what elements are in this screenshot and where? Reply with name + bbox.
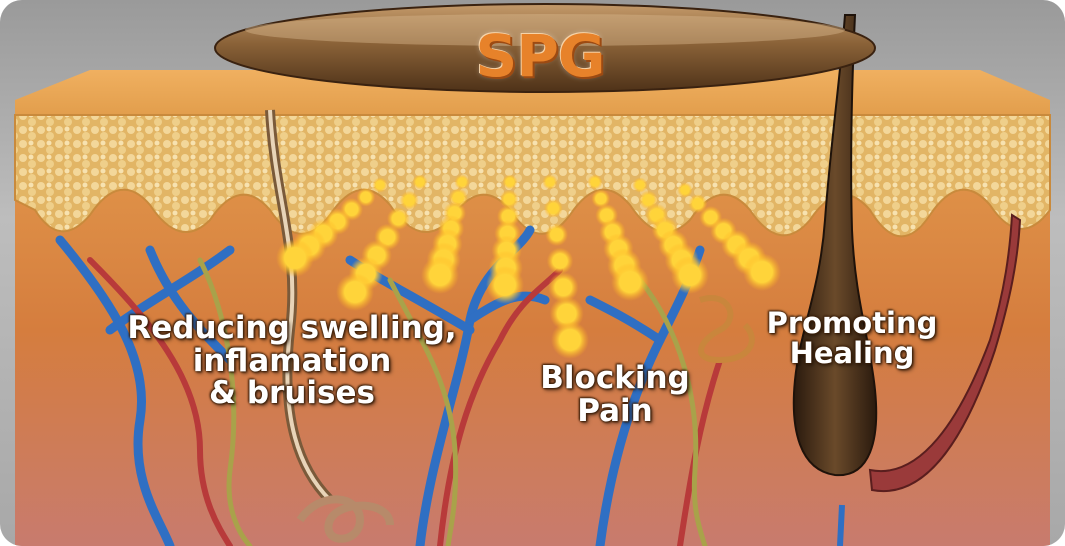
light-dot xyxy=(752,262,772,282)
light-dot xyxy=(693,199,703,209)
light-dot xyxy=(681,186,689,194)
label-blocking-pain: Blocking Pain xyxy=(520,362,710,427)
light-dot xyxy=(551,229,563,241)
light-dot xyxy=(416,178,424,186)
light-dot xyxy=(636,181,644,189)
light-dot xyxy=(376,181,384,189)
epidermis-layer xyxy=(15,115,1050,236)
spg-logo: SPG xyxy=(440,22,640,90)
light-dot xyxy=(620,272,640,292)
light-dot xyxy=(345,282,365,302)
light-dot xyxy=(548,203,558,213)
light-dot xyxy=(558,305,576,323)
light-dot xyxy=(361,192,371,202)
light-dot xyxy=(560,330,580,350)
light-dot xyxy=(285,248,305,268)
light-dot xyxy=(643,195,653,205)
light-dot xyxy=(504,194,514,204)
light-dot xyxy=(591,178,599,186)
light-dot xyxy=(430,265,450,285)
light-dot xyxy=(555,279,571,295)
follicle-vessel xyxy=(840,505,842,546)
label-promoting-healing: Promoting Healing xyxy=(742,308,962,369)
light-dot xyxy=(495,275,515,295)
light-dot xyxy=(680,265,700,285)
light-dot xyxy=(546,178,554,186)
label-reducing-swelling: Reducing swelling, inflamation & bruises xyxy=(112,312,472,410)
light-dot xyxy=(404,195,414,205)
light-dot xyxy=(506,178,514,186)
light-dot xyxy=(453,193,463,203)
light-dot xyxy=(392,213,404,225)
light-dot xyxy=(458,178,466,186)
light-dot xyxy=(596,194,606,204)
light-dot xyxy=(553,254,567,268)
